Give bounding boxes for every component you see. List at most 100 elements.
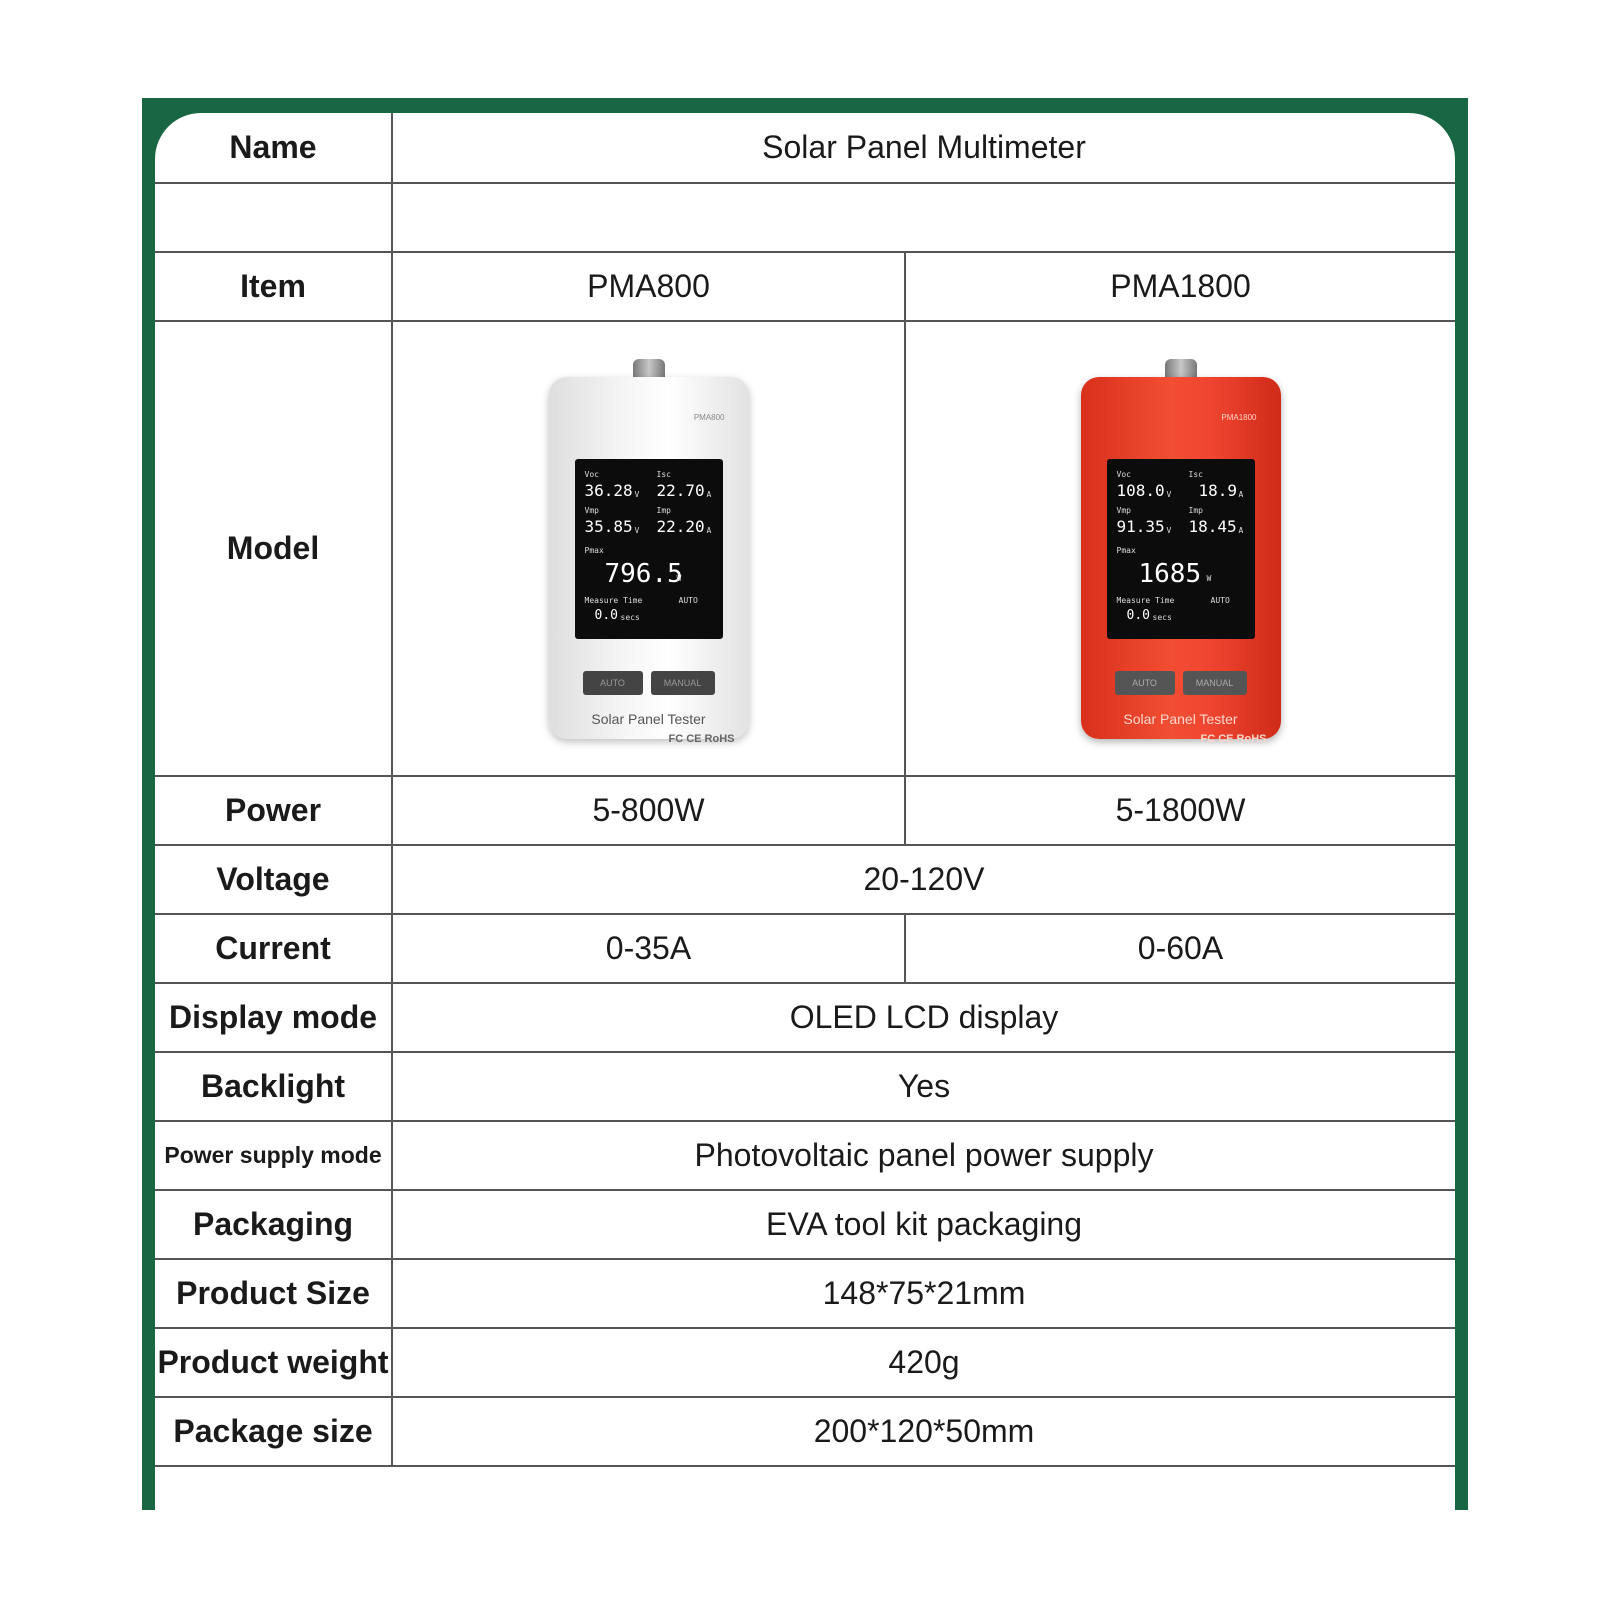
isc-value: 18.9 — [1198, 480, 1238, 500]
measure-time-value: 0.0 — [594, 607, 618, 623]
display-mode-label: Display mode — [155, 982, 393, 1053]
row-packaging: Packaging EVA tool kit packaging — [155, 1189, 1455, 1260]
pma1800-cert-marks: FC CE RoHS — [1200, 732, 1267, 745]
name-value: Solar Panel Multimeter — [391, 113, 1455, 184]
model-pma800-cell: PMA800 Voc Isc 36.28 V 22.70 A Vmp Imp 3… — [391, 320, 906, 777]
row-name: Name Solar Panel Multimeter — [155, 113, 1455, 184]
vmp-label: Vmp — [584, 505, 599, 515]
isc-label: Isc — [656, 469, 671, 479]
package-size-value: 200*120*50mm — [391, 1396, 1455, 1467]
item-pma1800: PMA1800 — [904, 251, 1455, 322]
vmp-value: 35.85 — [584, 516, 633, 536]
package-size-label: Package size — [155, 1396, 393, 1467]
isc-unit: A — [1238, 489, 1244, 499]
name-label: Name — [155, 113, 393, 184]
measure-time-label: Measure Time — [584, 595, 643, 605]
spec-table: Name Solar Panel Multimeter Item PMA800 … — [155, 113, 1455, 1467]
pmax-value: 796.5 — [604, 558, 683, 589]
row-item: Item PMA800 PMA1800 — [155, 251, 1455, 322]
pmax-unit: W — [676, 573, 682, 583]
row-voltage: Voltage 20-120V — [155, 844, 1455, 915]
pma800-brand-text: Solar Panel Tester — [591, 710, 706, 727]
pma1800-body: PMA1800 Voc Isc 108.0 V 18.9 A Vmp Imp 9… — [1080, 376, 1281, 745]
pma800-manual-button: MANUAL — [650, 670, 715, 695]
power-pma1800: 5-1800W — [904, 775, 1455, 846]
voc-unit: V — [634, 489, 640, 499]
mode-label: AUTO — [678, 595, 698, 605]
pma1800-connector — [1164, 358, 1197, 381]
isc-label: Isc — [1188, 469, 1203, 479]
item-label: Item — [155, 251, 393, 322]
row-model: Model PMA800 Voc Isc 36.28 V 22.70 A Vmp… — [155, 320, 1455, 777]
voc-value: 108.0 — [1116, 480, 1165, 500]
power-pma800: 5-800W — [391, 775, 906, 846]
pma1800-model-tag: PMA1800 — [1221, 412, 1257, 422]
blank-value-cell — [391, 182, 1455, 253]
pmax-label: Pmax — [584, 545, 604, 555]
backlight-label: Backlight — [155, 1051, 393, 1122]
pmax-label: Pmax — [1116, 545, 1136, 555]
pma1800-buttons: AUTO MANUAL — [1114, 670, 1247, 695]
power-label: Power — [155, 775, 393, 846]
measure-time-value: 0.0 — [1126, 607, 1150, 623]
model-pma1800-cell: PMA1800 Voc Isc 108.0 V 18.9 A Vmp Imp 9… — [904, 320, 1455, 777]
row-display-mode: Display mode OLED LCD display — [155, 982, 1455, 1053]
imp-unit: A — [1238, 525, 1244, 535]
voc-label: Voc — [1116, 469, 1131, 479]
spec-panel: Name Solar Panel Multimeter Item PMA800 … — [155, 113, 1455, 1510]
imp-unit: A — [706, 525, 712, 535]
row-package-size: Package size 200*120*50mm — [155, 1396, 1455, 1467]
vmp-unit: V — [1166, 525, 1172, 535]
voc-value: 36.28 — [584, 480, 633, 500]
voltage-label: Voltage — [155, 844, 393, 915]
product-weight-label: Product weight — [155, 1327, 393, 1398]
vmp-value: 91.35 — [1116, 516, 1165, 536]
packaging-value: EVA tool kit packaging — [391, 1189, 1455, 1260]
display-mode-value: OLED LCD display — [391, 982, 1455, 1053]
pma800-cert-marks: FC CE RoHS — [668, 732, 735, 745]
pma1800-auto-button: AUTO — [1114, 670, 1175, 695]
pmax-unit: W — [1206, 573, 1212, 583]
pma1800-brand-text: Solar Panel Tester — [1123, 710, 1238, 727]
item-pma800: PMA800 — [391, 251, 906, 322]
voc-label: Voc — [584, 469, 599, 479]
product-weight-value: 420g — [391, 1327, 1455, 1398]
row-product-size: Product Size 148*75*21mm — [155, 1258, 1455, 1329]
voc-unit: V — [1166, 489, 1172, 499]
vmp-label: Vmp — [1116, 505, 1131, 515]
power-supply-mode-value: Photovoltaic panel power supply — [391, 1120, 1455, 1191]
model-label: Model — [155, 320, 393, 777]
current-pma800: 0-35A — [391, 913, 906, 984]
voltage-value: 20-120V — [391, 844, 1455, 915]
measure-time-label: Measure Time — [1116, 595, 1175, 605]
row-product-weight: Product weight 420g — [155, 1327, 1455, 1398]
product-size-label: Product Size — [155, 1258, 393, 1329]
current-label: Current — [155, 913, 393, 984]
isc-unit: A — [706, 489, 712, 499]
backlight-value: Yes — [391, 1051, 1455, 1122]
imp-label: Imp — [1188, 505, 1203, 515]
pma1800-manual-button: MANUAL — [1182, 670, 1247, 695]
measure-time-unit: secs — [1152, 612, 1172, 622]
row-backlight: Backlight Yes — [155, 1051, 1455, 1122]
pma1800-screen: Voc Isc 108.0 V 18.9 A Vmp Imp 91.35 V 1… — [1106, 458, 1255, 639]
pmax-value: 1685 — [1138, 558, 1202, 589]
pma800-device-image: PMA800 Voc Isc 36.28 V 22.70 A Vmp Imp 3… — [548, 358, 749, 745]
current-pma1800: 0-60A — [904, 913, 1455, 984]
pma800-body: PMA800 Voc Isc 36.28 V 22.70 A Vmp Imp 3… — [548, 376, 749, 745]
imp-value: 22.20 — [656, 516, 705, 536]
product-size-value: 148*75*21mm — [391, 1258, 1455, 1329]
pma800-auto-button: AUTO — [582, 670, 643, 695]
power-supply-mode-label: Power supply mode — [155, 1120, 393, 1191]
measure-time-unit: secs — [620, 612, 640, 622]
blank-label-cell — [155, 182, 393, 253]
row-current: Current 0-35A 0-60A — [155, 913, 1455, 984]
pma800-screen: Voc Isc 36.28 V 22.70 A Vmp Imp 35.85 V … — [574, 458, 723, 639]
row-power-supply-mode: Power supply mode Photovoltaic panel pow… — [155, 1120, 1455, 1191]
isc-value: 22.70 — [656, 480, 705, 500]
pma800-model-tag: PMA800 — [693, 412, 725, 422]
pma800-buttons: AUTO MANUAL — [582, 670, 715, 695]
pma1800-device-image: PMA1800 Voc Isc 108.0 V 18.9 A Vmp Imp 9… — [1080, 358, 1281, 745]
row-power: Power 5-800W 5-1800W — [155, 775, 1455, 846]
vmp-unit: V — [634, 525, 640, 535]
